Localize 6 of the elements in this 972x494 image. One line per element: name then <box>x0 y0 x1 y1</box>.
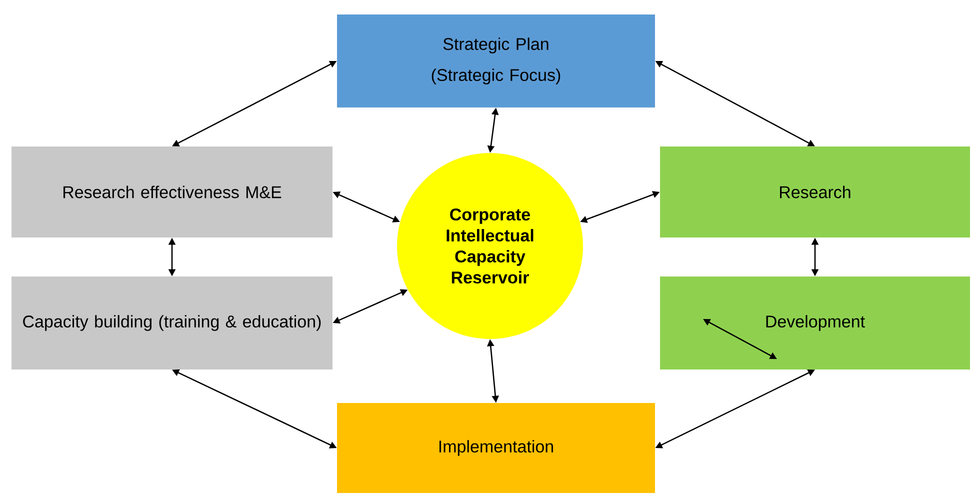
process-box: Research effectiveness M&E <box>12 146 332 238</box>
process-box: Implementation <box>337 403 655 493</box>
plan-box: Strategic Plan (Strategic Focus) <box>337 14 655 108</box>
process-box: Capacity building (training & education) <box>12 276 332 370</box>
process-box: Research <box>660 146 970 238</box>
process-box: Development <box>660 276 970 370</box>
